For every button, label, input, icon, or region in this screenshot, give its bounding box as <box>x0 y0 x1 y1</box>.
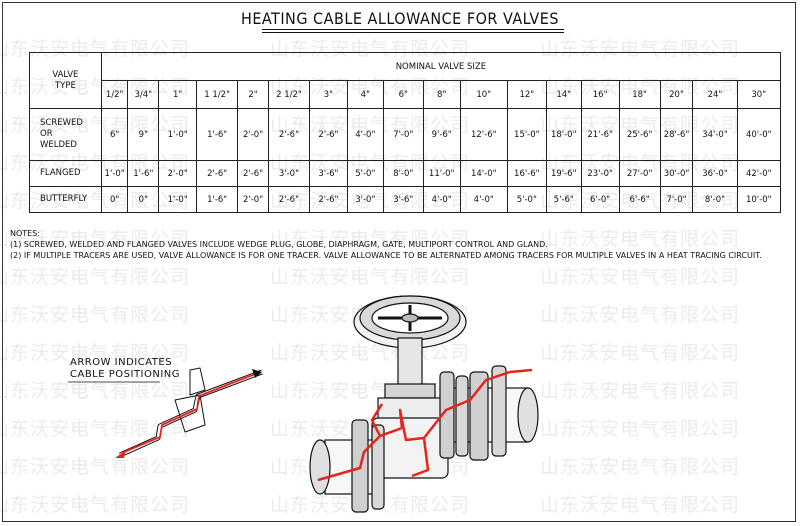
allowance-cell: 0" <box>127 186 160 213</box>
allowance-cell: 2'-6" <box>237 160 269 187</box>
allowance-cell: 3'-6" <box>382 186 424 213</box>
allowance-cell: 25'-6" <box>618 108 661 161</box>
allowance-cell: 2'-6" <box>308 108 348 161</box>
allowance-cell: 8'-0" <box>692 186 738 213</box>
allowance-cell: 16'-6" <box>506 160 547 187</box>
cable-allowance-table: VALVE TYPE NOMINAL VALVE SIZE 1/2"3/4"1"… <box>29 52 782 213</box>
allowance-cell: 2'-6" <box>196 160 239 187</box>
allowance-cell: 4'-0" <box>346 108 384 161</box>
size-header-cell: 18" <box>618 80 661 109</box>
allowance-cell: 7'-0" <box>659 186 694 213</box>
notes-block: NOTES: (1) SCREWED, WELDED AND FLANGED V… <box>10 228 762 261</box>
watermark-text: 山东沃安电气有限公司 <box>540 456 741 478</box>
allowance-cell: 5'-6" <box>545 186 582 213</box>
allowance-cell: 34'-0" <box>692 108 738 161</box>
note-1: (1) SCREWED, WELDED AND FLANGED VALVES I… <box>10 240 548 249</box>
watermark-text: 山东沃安电气有限公司 <box>540 380 741 402</box>
arrow-legend-symbol <box>115 367 263 458</box>
watermark-text: 山东沃安电气有限公司 <box>0 342 191 364</box>
size-header-cell: 1" <box>158 80 198 109</box>
watermark-text: 山东沃安电气有限公司 <box>0 380 191 402</box>
allowance-cell: 10'-0" <box>736 186 782 213</box>
allowance-cell: 6'-6" <box>618 186 661 213</box>
size-header-cell: 16" <box>580 80 620 109</box>
valve-type-cell: BUTTERFLY <box>29 186 102 213</box>
allowance-cell: 1'-6" <box>196 186 239 213</box>
watermark-text: 山东沃安电气有限公司 <box>0 418 191 440</box>
valve-type-line: WELDED <box>40 140 77 150</box>
allowance-cell: 2'-6" <box>267 186 310 213</box>
allowance-cell: 1'-6" <box>196 108 239 161</box>
watermark-text: 山东沃安电气有限公司 <box>0 456 191 478</box>
valve-type-line: SCREWED <box>40 118 83 128</box>
allowance-cell: 11'-0" <box>422 160 461 187</box>
allowance-cell: 2'-6" <box>267 108 310 161</box>
allowance-cell: 9'-6" <box>422 108 461 161</box>
note-2: (2) IF MULTIPLE TRACERS ARE USED, VALVE … <box>10 251 762 260</box>
valve-body <box>309 295 539 513</box>
arrow-legend-line-1: ARROW INDICATES <box>70 357 173 368</box>
allowance-cell: 28'-6" <box>659 108 694 161</box>
valve-type-line: OR <box>40 129 53 139</box>
watermark-text: 山东沃安电气有限公司 <box>540 266 741 288</box>
valve-type-line: FLANGED <box>40 168 81 178</box>
size-header-cell: 6" <box>382 80 424 109</box>
allowance-cell: 4'-0" <box>422 186 461 213</box>
watermark-text: 山东沃安电气有限公司 <box>0 494 191 516</box>
size-header-cell: 20" <box>659 80 694 109</box>
size-header-cell: 3" <box>308 80 348 109</box>
allowance-cell: 8'-0" <box>382 160 424 187</box>
allowance-cell: 3'-0" <box>346 186 384 213</box>
watermark-text: 山东沃安电气有限公司 <box>0 228 191 250</box>
valve-type-cell: FLANGED <box>29 160 102 187</box>
allowance-cell: 14'-0" <box>459 160 508 187</box>
allowance-cell: 5'-0" <box>506 186 547 213</box>
watermark-text: 山东沃安电气有限公司 <box>270 228 471 250</box>
watermark-text: 山东沃安电气有限公司 <box>540 494 741 516</box>
title-underline-2 <box>262 32 564 33</box>
allowance-cell: 4'-0" <box>459 186 508 213</box>
arrow-legend-label: ARROW INDICATES CABLE POSITIONING <box>70 357 180 381</box>
allowance-cell: 2'-6" <box>308 186 348 213</box>
allowance-cell: 7'-0" <box>382 108 424 161</box>
size-header-cell: 1 1/2" <box>196 80 239 109</box>
allowance-cell: 6'-0" <box>580 186 620 213</box>
watermark-text: 山东沃安电气有限公司 <box>540 228 741 250</box>
allowance-cell: 2'-0" <box>237 108 269 161</box>
allowance-cell: 1'-6" <box>127 160 160 187</box>
watermark-text: 山东沃安电气有限公司 <box>540 418 741 440</box>
watermark-text: 山东沃安电气有限公司 <box>540 304 741 326</box>
heating-cable <box>317 368 533 482</box>
valve-type-line: BUTTERFLY <box>40 194 88 204</box>
watermark-text: 山东沃安电气有限公司 <box>0 266 191 288</box>
page-title: HEATING CABLE ALLOWANCE FOR VALVES <box>241 9 559 28</box>
valve-type-header-line-1: VALVE <box>52 69 79 80</box>
allowance-cell: 3'-6" <box>308 160 348 187</box>
size-header-cell: 12" <box>506 80 547 109</box>
allowance-cell: 42'-0" <box>736 160 782 187</box>
size-header-cell: 10" <box>459 80 508 109</box>
valve-type-header-line-2: TYPE <box>54 80 76 91</box>
size-header-cell: 2 1/2" <box>267 80 310 109</box>
title-underline <box>262 29 564 30</box>
allowance-cell: 21'-6" <box>580 108 620 161</box>
watermark-text: 山东沃安电气有限公司 <box>270 494 471 516</box>
allowance-cell: 12'-6" <box>459 108 508 161</box>
watermark-text: 山东沃安电气有限公司 <box>0 304 191 326</box>
size-header-row: 1/2"3/4"1"1 1/2"2"2 1/2"3"4"6"8"10"12"14… <box>30 80 782 109</box>
allowance-cell: 2'-0" <box>158 160 198 187</box>
watermark-text: 山东沃安电气有限公司 <box>270 266 471 288</box>
valve-type-header: VALVE TYPE <box>29 52 102 109</box>
allowance-cell: 0" <box>100 186 129 213</box>
notes-heading: NOTES: <box>10 229 40 238</box>
watermark-text: 山东沃安电气有限公司 <box>540 342 741 364</box>
arrow-legend-line-2: CABLE POSITIONING <box>70 369 181 380</box>
